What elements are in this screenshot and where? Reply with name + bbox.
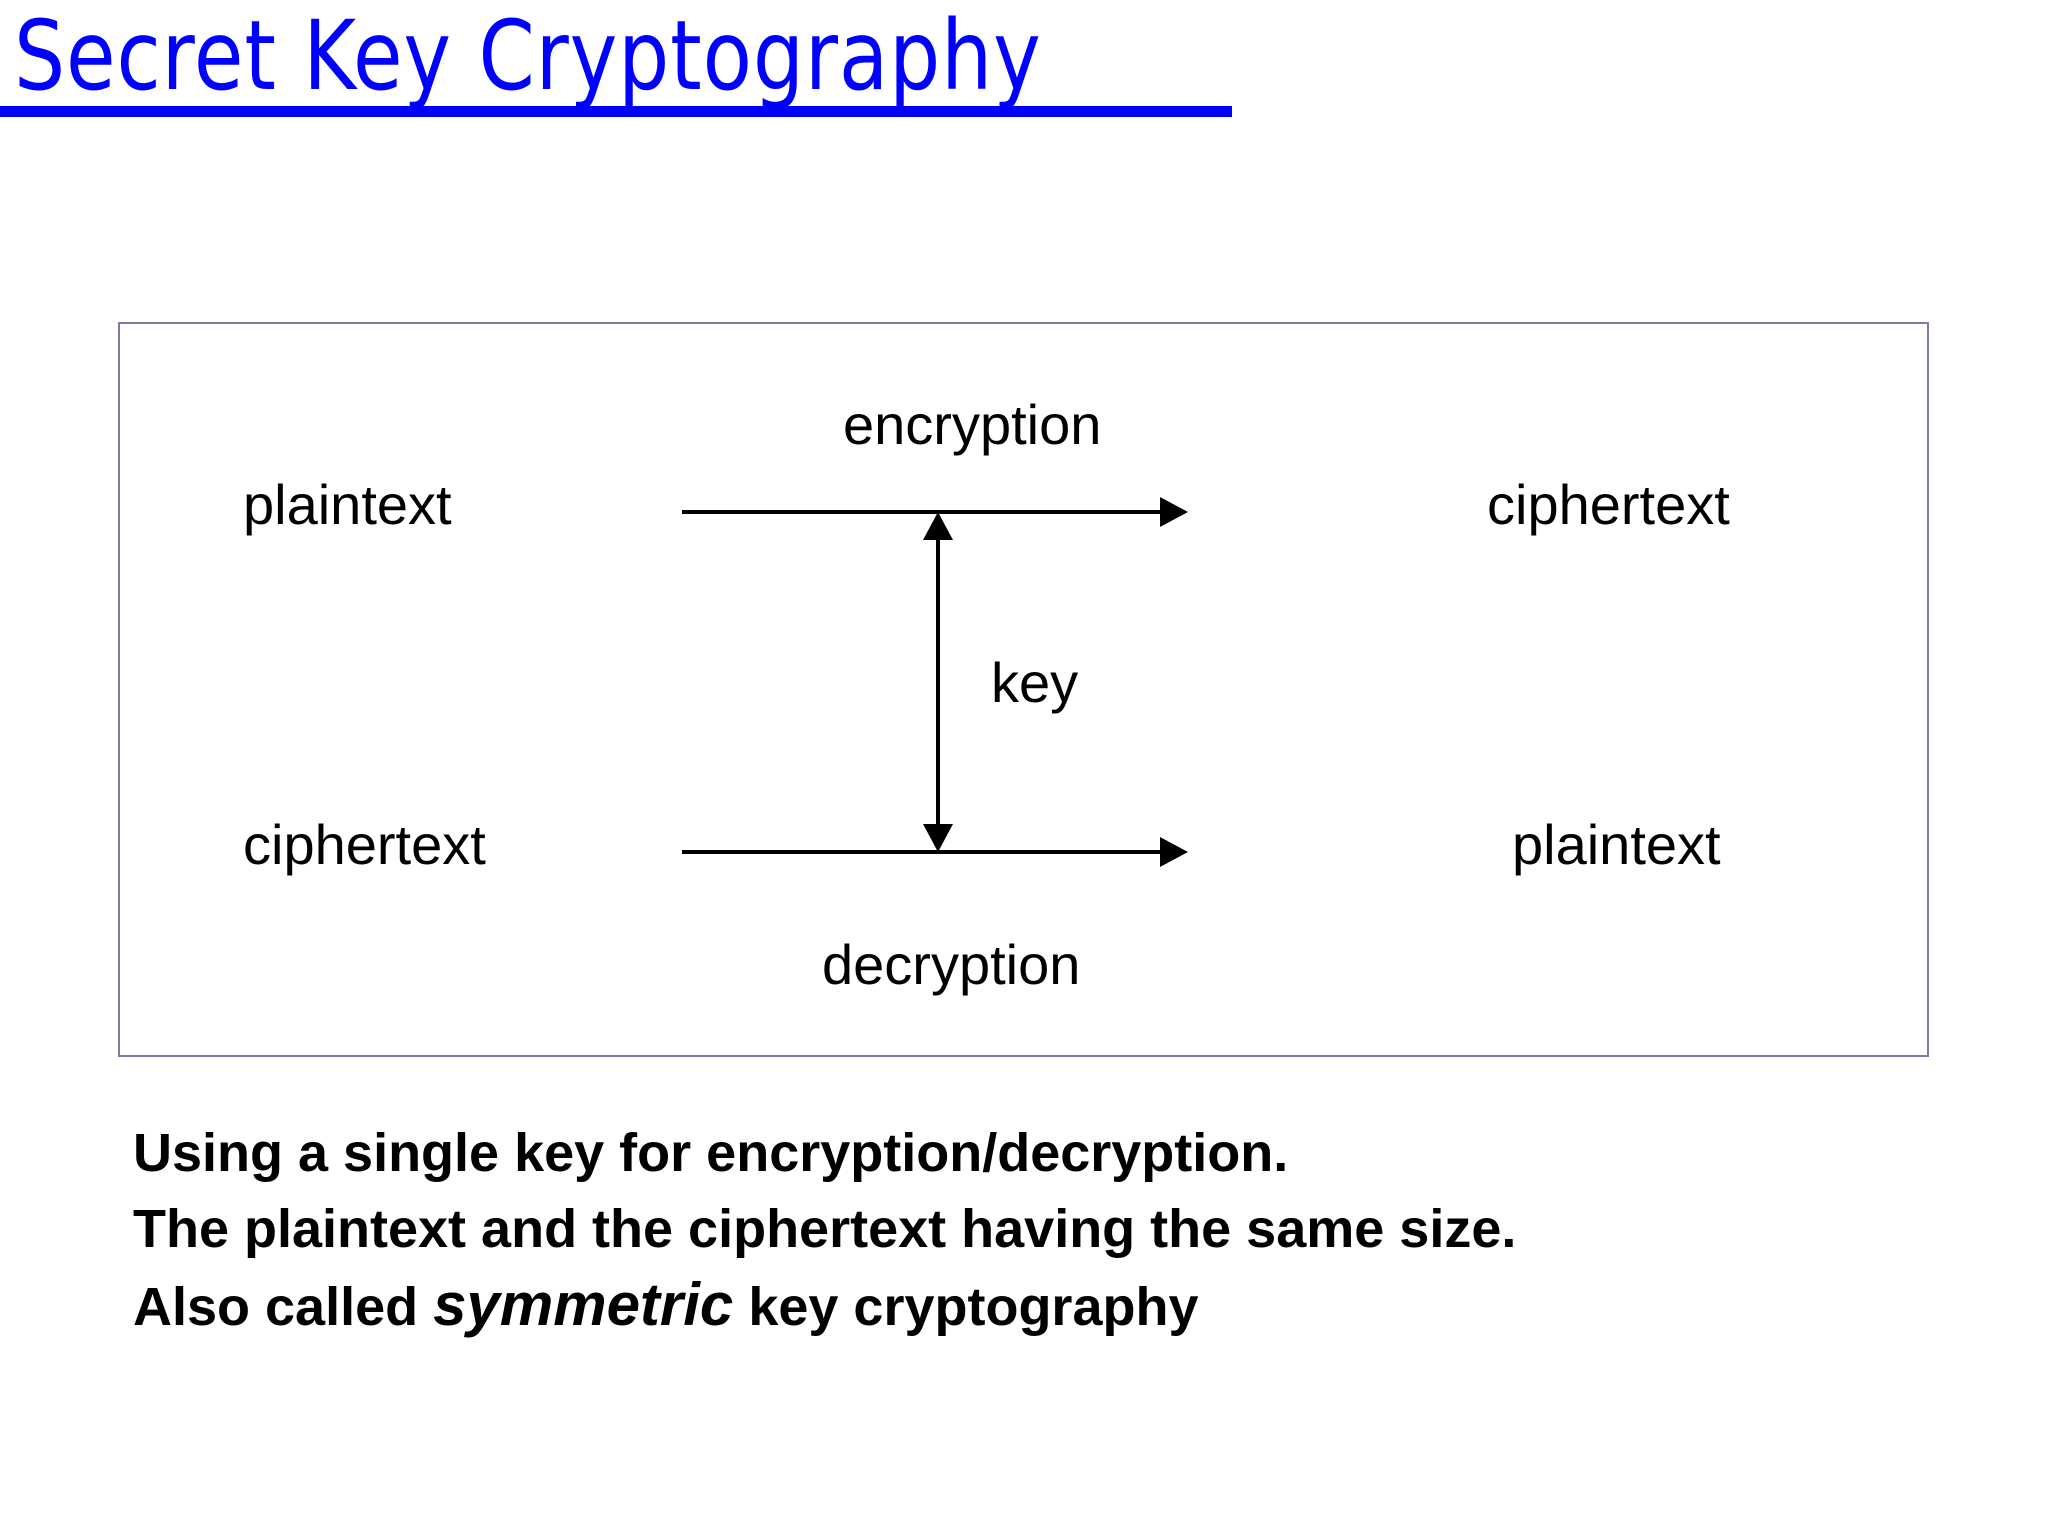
title-underline [0,106,1232,117]
diagram-label-key: key [991,651,1079,714]
body-text-line-2: The plaintext and the ciphertext having … [133,1199,1517,1259]
diagram-container [118,322,1929,1057]
diagram-label-decryption: decryption [822,933,1081,996]
body-text-line-3-prefix: Also called [133,1277,434,1337]
body-text-line-1: Using a single key for encryption/decryp… [133,1123,1289,1183]
key-arrow-head-down-icon [923,824,953,852]
encryption-arrow-head-icon [1160,497,1188,527]
page-title: Secret Key Cryptography [14,0,1042,112]
diagram-label-plaintext-output: plaintext [1512,813,1721,876]
diagram-label-encryption: encryption [843,393,1102,456]
encryption-arrow-shaft [682,510,1162,514]
key-arrow-shaft [936,524,940,840]
decryption-arrow-shaft [682,850,1162,854]
diagram-label-plaintext-input: plaintext [243,473,452,536]
body-text-line-3-suffix: key cryptography [733,1277,1199,1337]
key-arrow-head-up-icon [923,512,953,540]
diagram-label-ciphertext-output: ciphertext [1487,473,1730,536]
body-text-block: Using a single key for encryption/decryp… [133,1115,1516,1345]
decryption-arrow-head-icon [1160,837,1188,867]
body-text-line-3-emphasis: symmetric [433,1271,734,1338]
body-text-line-3: Also called symmetric key cryptography [133,1267,1516,1345]
diagram-label-ciphertext-input: ciphertext [243,813,486,876]
